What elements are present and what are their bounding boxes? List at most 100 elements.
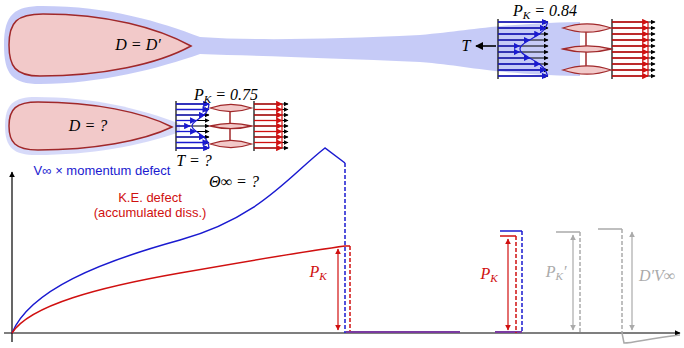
pk-dimension [337,249,338,330]
wake-band [5,97,180,155]
ke-defect-curve [12,246,350,333]
velocity-arrow [498,21,548,22]
grey-drop [621,229,623,333]
velocity-arrow [498,58,548,59]
velocity-arrow [612,33,648,34]
drag-label: D = ? [69,117,107,135]
profile-outline [647,22,648,76]
velocity-arrow [254,103,282,104]
hull-outline [9,14,191,76]
profile-outline [192,104,209,148]
velocity-arrow [254,126,288,127]
velocity-arrow [498,27,546,28]
dimension-label: PK′ [546,263,567,281]
velocity-arrow [612,45,648,46]
grey-step [598,228,622,230]
momentum-defect-curve [12,148,345,333]
grey-drop [579,232,581,333]
hull-outline [9,102,172,150]
power-label: PK = 0.84 [513,2,577,20]
momentum-step [500,230,522,232]
dimension-label: PK [309,263,326,281]
hull-shape: D = ? [8,100,174,152]
velocity-arrow [176,136,205,137]
velocity-arrow [498,70,548,71]
curve-label: V∞ × momentum defect [34,163,171,178]
pk-dimension [507,239,508,330]
velocity-arrow [498,76,548,77]
drag-dimension [631,232,632,330]
power-label: PK = 0.75 [194,86,258,104]
velocity-arrow [176,114,205,115]
velocity-arrow [254,120,282,121]
dimension-label: D′V∞ [639,267,675,285]
thrust-label: T = ? [176,152,211,170]
velocity-arrow [612,57,648,58]
velocity-arrow [176,147,209,148]
velocity-arrow [254,136,282,137]
velocity-arrow [176,148,209,149]
velocity-arrow [176,131,196,132]
velocity-arrow [498,46,548,47]
velocity-arrow [176,120,196,121]
velocity-arrow [612,39,648,40]
velocity-arrow [176,109,209,110]
velocity-arrow [498,28,548,29]
velocity-arrow [612,69,648,70]
velocity-arrow [498,22,548,23]
thrust-label: T [462,37,471,55]
curve-label: K.E. defect (accumulated diss.) [89,191,211,221]
velocity-arrow [254,109,288,110]
propeller [563,24,611,74]
grey-step [556,231,580,233]
velocity-arrow [498,75,548,76]
velocity-arrow [254,125,282,126]
velocity-arrow [612,51,648,52]
momentum-drop [521,231,523,333]
ke-drop [515,236,517,333]
velocity-arrow [254,142,288,143]
velocity-arrow [254,148,288,149]
velocity-arrow [498,39,529,40]
velocity-arrow [612,21,648,22]
drag-label: D = D′ [115,36,160,54]
pk-prime-dimension [572,235,573,330]
velocity-arrow [498,63,540,64]
x-axis [4,332,680,333]
velocity-arrow [498,52,548,53]
velocity-arrow [612,75,648,76]
velocity-arrow [498,51,520,52]
velocity-arrow [254,114,282,115]
wake-band [4,6,580,84]
velocity-arrow [176,109,208,110]
profile-outline [281,104,282,148]
velocity-arrow [612,63,648,64]
wake-label: Θ∞ = ? [209,173,259,191]
velocity-arrow [176,142,208,143]
velocity-arrow [254,137,288,138]
velocity-arrow [498,69,546,70]
dimension-label: PK [480,265,497,283]
velocity-arrow [254,120,288,121]
velocity-arrow [612,27,648,28]
velocity-arrow [254,115,288,116]
momentum-drop [344,163,346,333]
velocity-arrow [254,131,282,132]
velocity-arrow [498,33,540,34]
velocity-arrow [176,142,209,143]
velocity-arrow [498,57,529,58]
ke-drop [349,246,351,333]
flat-line [346,331,460,333]
velocity-arrow [254,142,282,143]
velocity-arrow [176,125,190,126]
hull-shape: D = D′ [8,10,194,80]
velocity-arrow [498,45,520,46]
thrust-arrow [476,45,496,47]
velocity-arrow [176,120,209,121]
velocity-arrow [254,131,288,132]
velocity-arrow [498,40,548,41]
grey-wake-curve [622,333,680,343]
velocity-arrow [176,131,209,132]
velocity-arrow [254,147,282,148]
